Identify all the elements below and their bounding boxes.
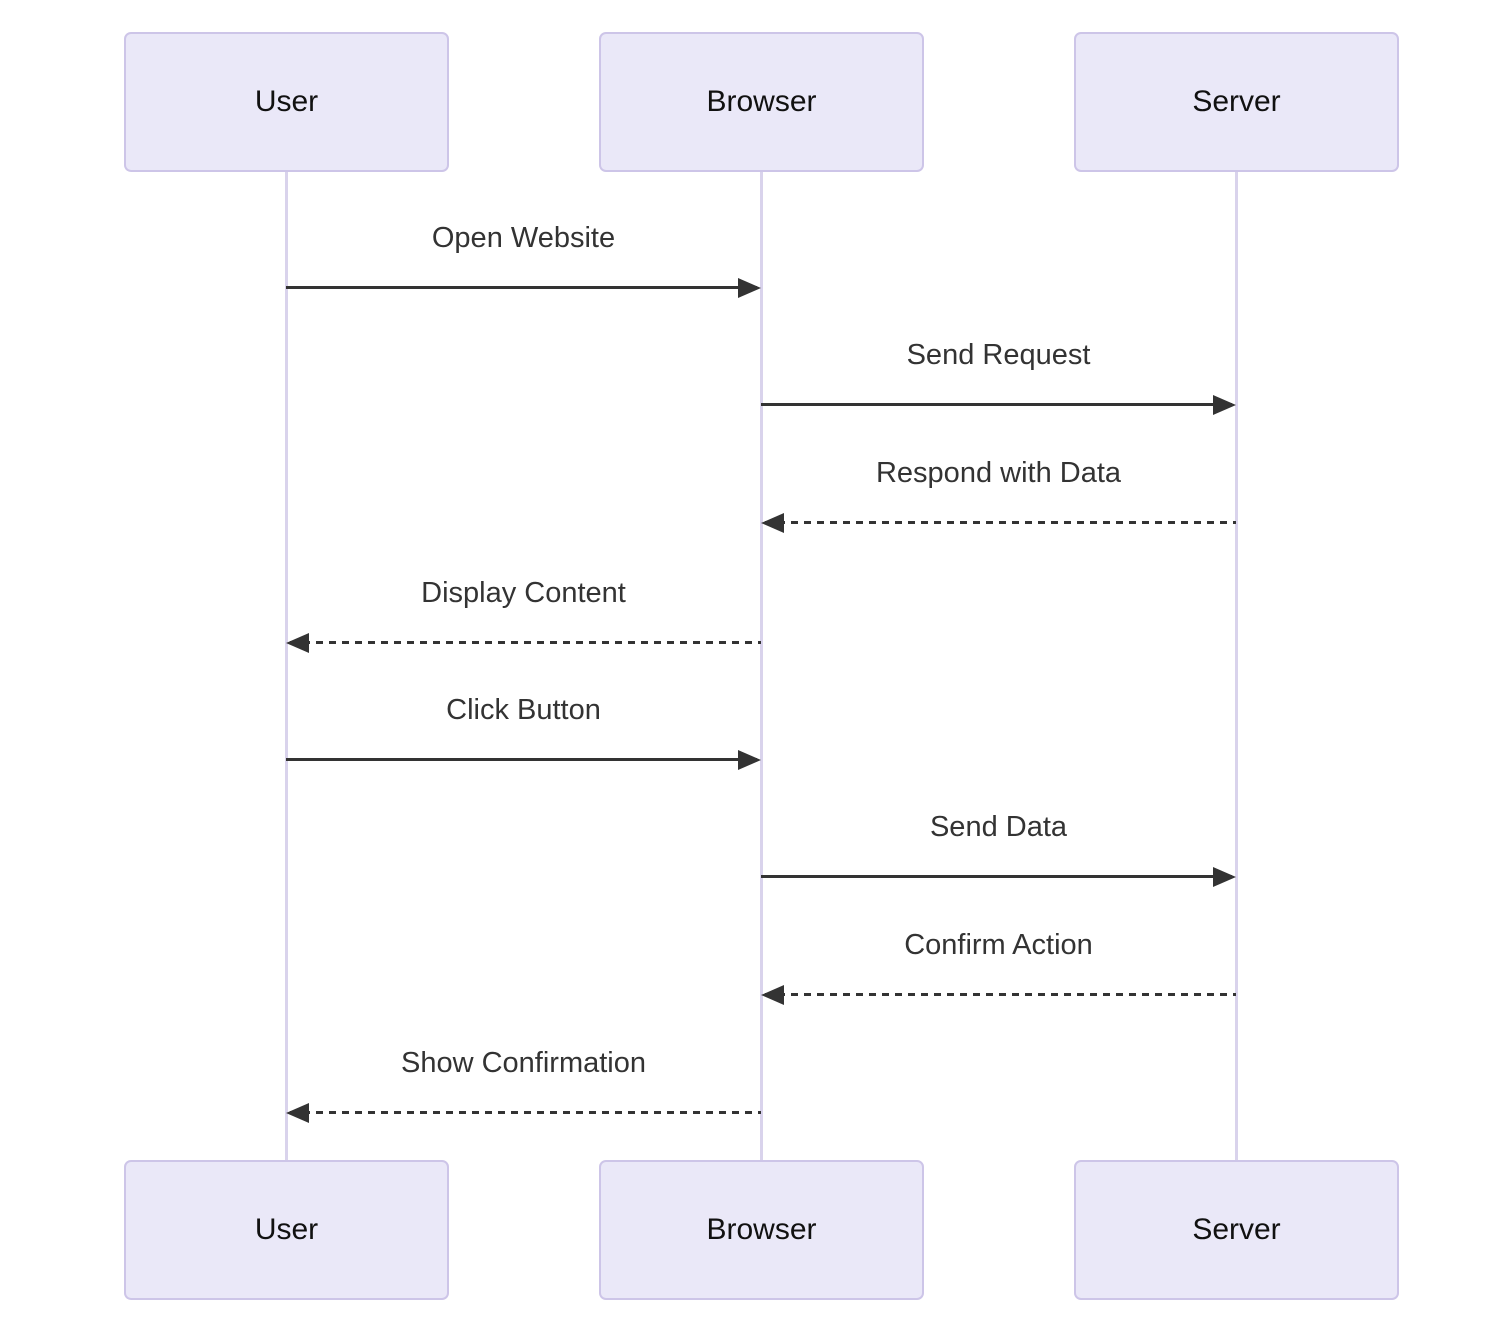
- actor-label-user: User: [254, 1213, 319, 1246]
- message-send-request: Send Request: [761, 339, 1236, 415]
- lifeline-user: [285, 172, 288, 1160]
- message-show-confirmation: Show Confirmation: [286, 1047, 761, 1123]
- lifeline-browser: [760, 172, 763, 1160]
- arrowhead-right-icon: [1213, 395, 1236, 415]
- message-click-button: Click Button: [286, 694, 761, 770]
- arrowhead-right-icon: [1213, 867, 1236, 887]
- message-line: [765, 521, 1236, 524]
- arrowhead-left-icon: [286, 1103, 309, 1123]
- message-open-website: Open Website: [286, 222, 761, 298]
- message-line: [290, 1111, 761, 1114]
- actor-label-user: User: [254, 85, 319, 118]
- actor-box-user-top: User: [124, 32, 449, 172]
- arrowhead-left-icon: [761, 985, 784, 1005]
- message-label: Respond with Data: [875, 457, 1122, 489]
- message-line: [765, 993, 1236, 996]
- actor-box-server-bottom: Server: [1074, 1160, 1399, 1300]
- message-label: Show Confirmation: [401, 1047, 646, 1079]
- actor-box-server-top: Server: [1074, 32, 1399, 172]
- message-label: Send Data: [929, 811, 1068, 843]
- message-respond-with-data: Respond with Data: [761, 457, 1236, 533]
- arrowhead-left-icon: [761, 513, 784, 533]
- arrowhead-right-icon: [738, 750, 761, 770]
- arrowhead-right-icon: [738, 278, 761, 298]
- message-send-data: Send Data: [761, 811, 1236, 887]
- actor-label-server: Server: [1192, 1213, 1281, 1246]
- actor-box-user-bottom: User: [124, 1160, 449, 1300]
- message-display-content: Display Content: [286, 577, 761, 653]
- actor-label-browser: Browser: [706, 1213, 817, 1246]
- message-label: Click Button: [446, 694, 601, 726]
- actor-box-browser-top: Browser: [599, 32, 924, 172]
- actor-label-server: Server: [1192, 85, 1281, 118]
- actor-label-browser: Browser: [706, 85, 817, 118]
- message-label: Display Content: [421, 577, 626, 609]
- lifeline-server: [1235, 172, 1238, 1160]
- message-line: [290, 641, 761, 644]
- message-line: [286, 286, 757, 289]
- actor-box-browser-bottom: Browser: [599, 1160, 924, 1300]
- message-line: [286, 758, 757, 761]
- message-line: [761, 403, 1232, 406]
- message-label: Confirm Action: [904, 929, 1093, 961]
- message-line: [761, 875, 1232, 878]
- message-label: Send Request: [906, 339, 1091, 371]
- message-confirm-action: Confirm Action: [761, 929, 1236, 1005]
- message-label: Open Website: [431, 222, 616, 254]
- arrowhead-left-icon: [286, 633, 309, 653]
